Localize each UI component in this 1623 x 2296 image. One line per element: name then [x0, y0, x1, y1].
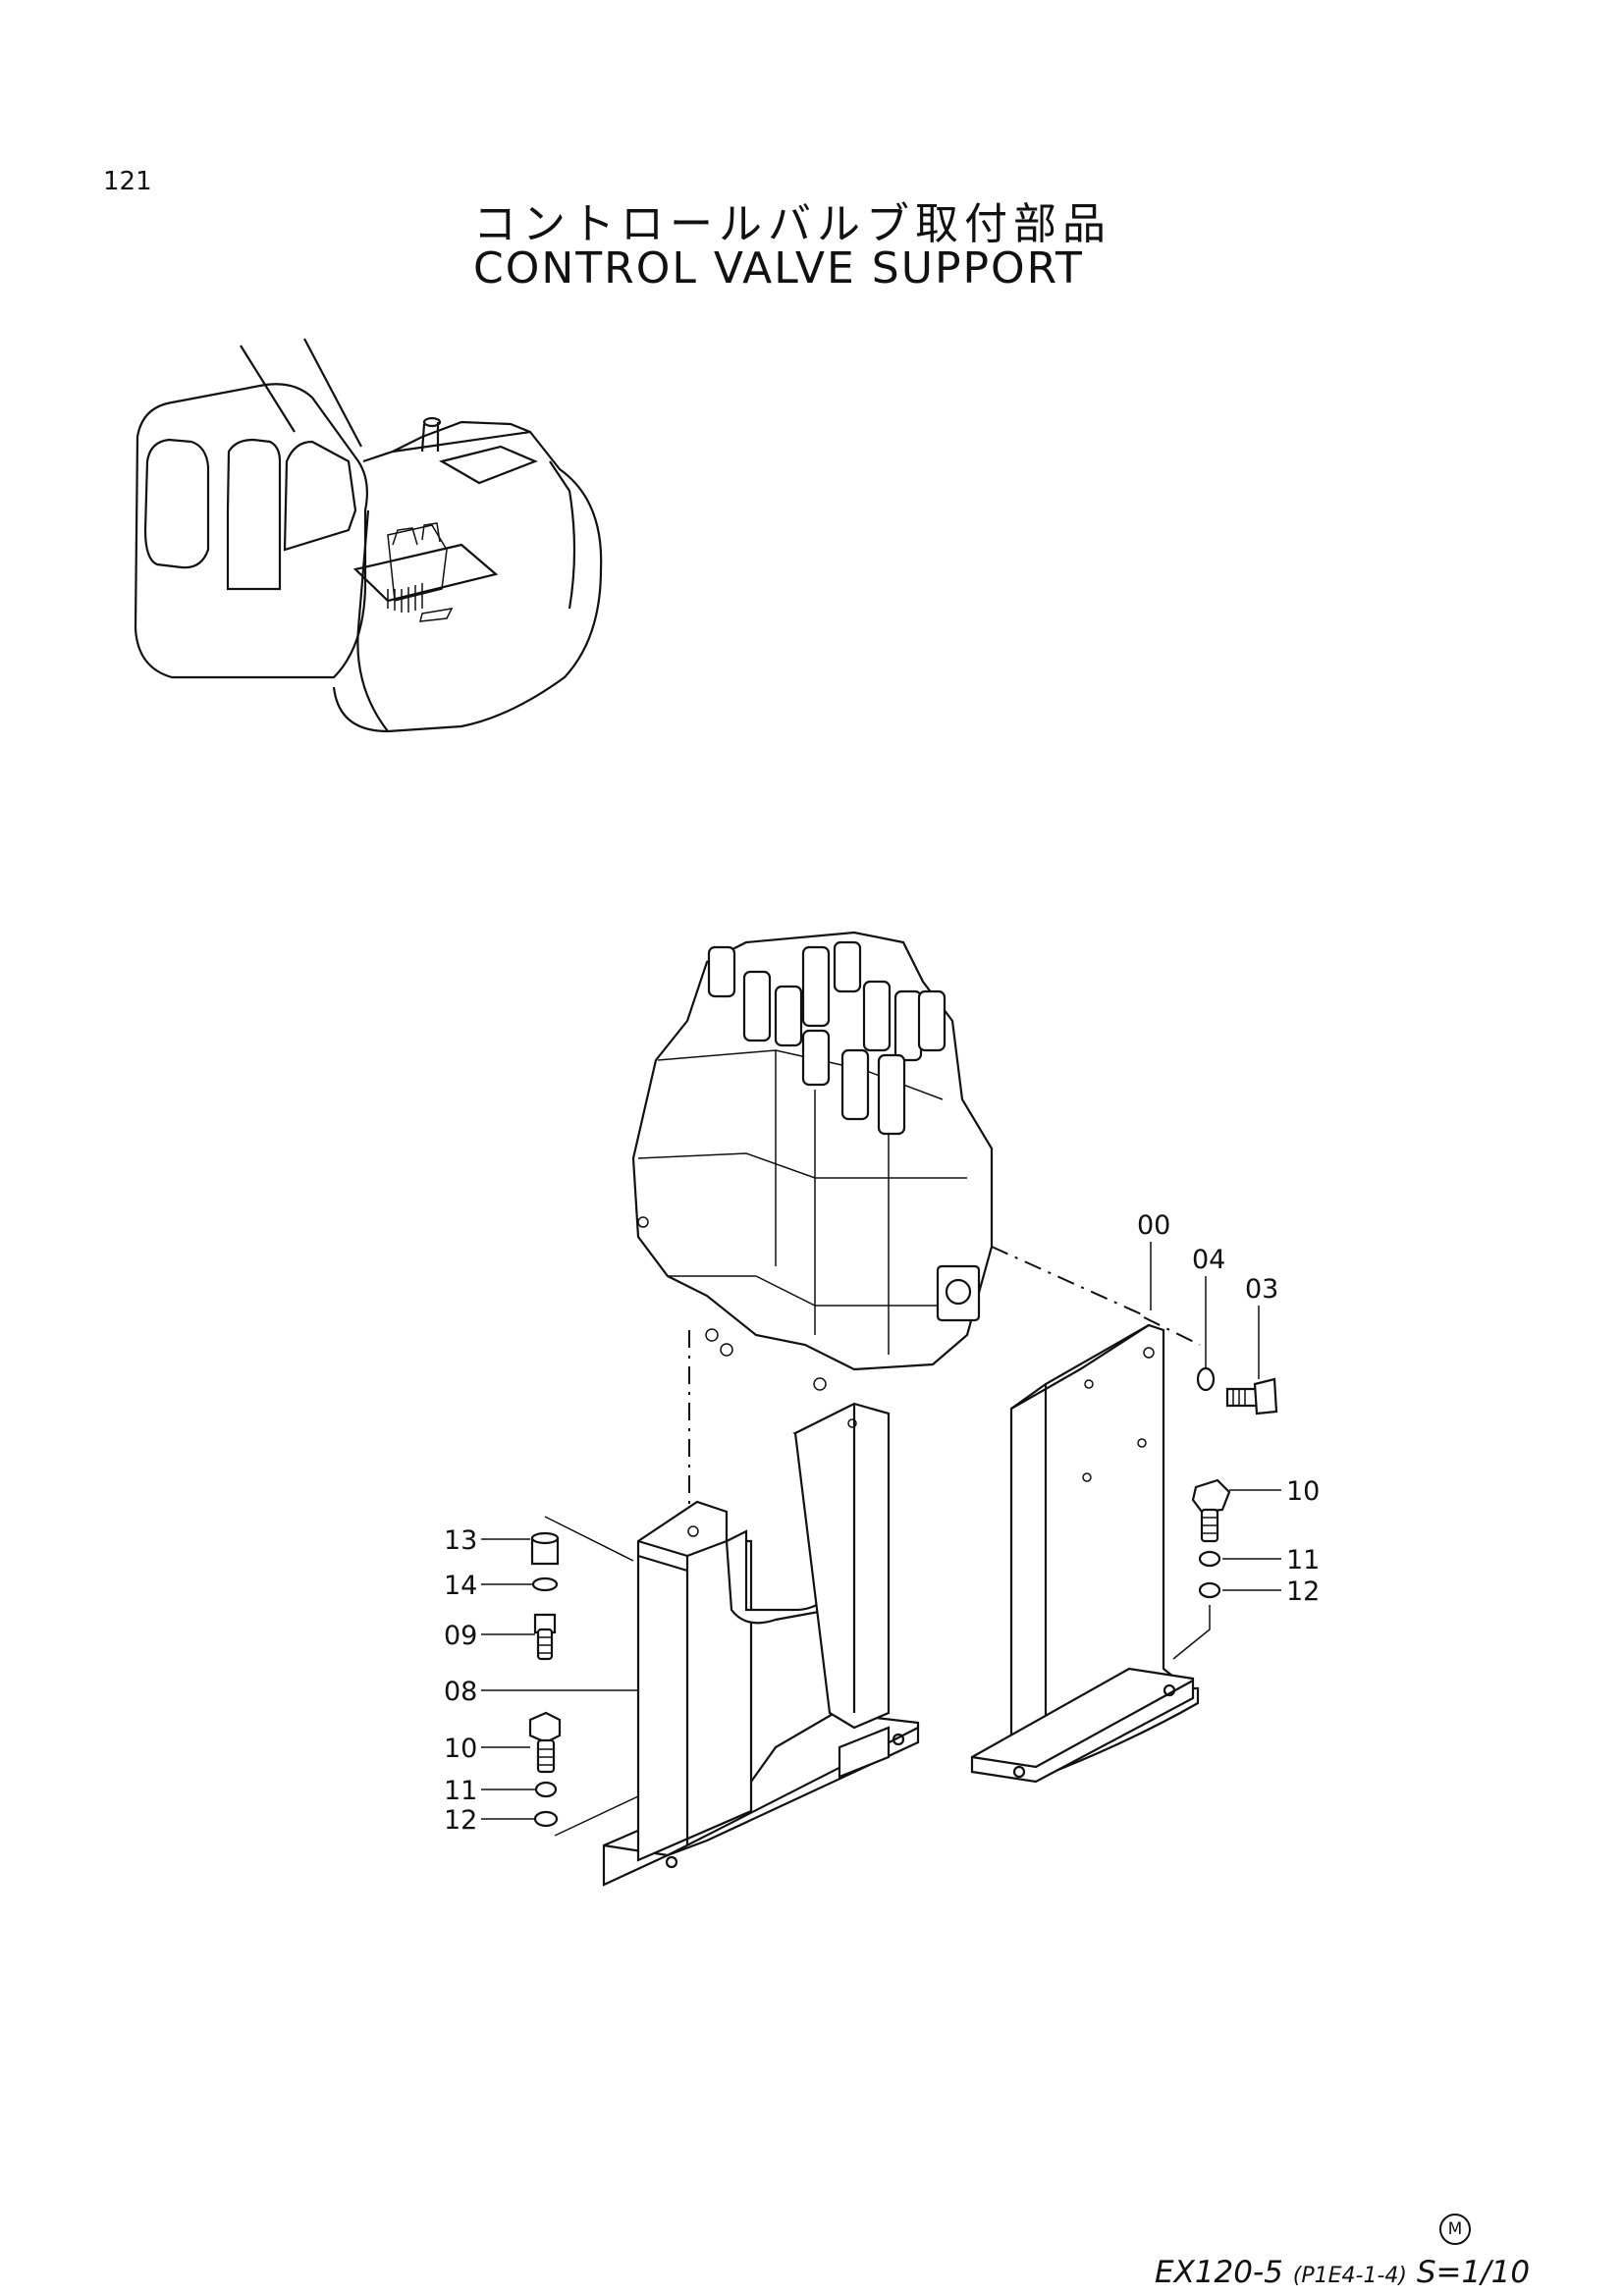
leader-lines	[481, 1242, 1281, 1820]
callout-13: 13	[444, 1525, 477, 1556]
manual-mark-icon: M	[1439, 2214, 1471, 2245]
callout-12-left: 12	[444, 1805, 477, 1836]
excavator-overview-illustration	[134, 338, 603, 733]
callout-11-left: 11	[444, 1776, 477, 1806]
callout-12-right: 12	[1286, 1576, 1320, 1607]
callout-10-left: 10	[444, 1734, 477, 1764]
callout-11-right: 11	[1286, 1545, 1320, 1575]
page-number: 121	[103, 167, 152, 196]
page-title-jp: コントロールバルブ取付部品	[473, 199, 1111, 249]
callout-14: 14	[444, 1571, 477, 1601]
callout-labels: 00 04 03 10 11 12 13 14 09 08 10 11 12	[444, 1210, 1320, 1836]
footer-scale: S=1/10	[1416, 2255, 1531, 2290]
callout-00: 00	[1137, 1210, 1170, 1241]
page-title-en: CONTROL VALVE SUPPORT	[473, 243, 1084, 294]
control-valve-body	[631, 931, 994, 1391]
right-support-bracket	[970, 1323, 1200, 1784]
callout-09: 09	[444, 1621, 477, 1651]
valve-spools	[707, 940, 947, 1136]
left-support-bracket	[602, 1402, 920, 1887]
footer-reference: EX120-5 (P1E4-1-4) S=1/10	[1155, 2255, 1530, 2290]
callout-04: 04	[1192, 1245, 1225, 1275]
footer-code: (P1E4-1-4)	[1292, 2264, 1407, 2288]
callout-10-right: 10	[1286, 1476, 1320, 1507]
callout-08: 08	[444, 1677, 477, 1707]
hardware-parts	[528, 1366, 1278, 1828]
callout-03: 03	[1245, 1274, 1278, 1305]
footer-model: EX120-5	[1155, 2255, 1283, 2290]
